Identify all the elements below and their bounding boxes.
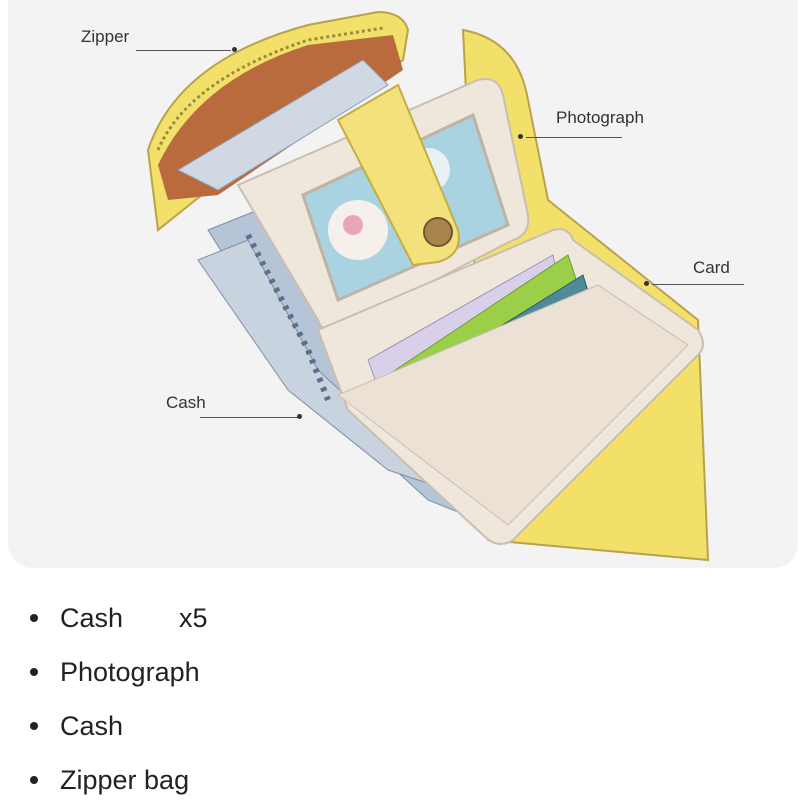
wallet-product-image xyxy=(146,10,710,562)
callout-zipper-leader xyxy=(136,50,231,51)
product-photo-panel: Zipper Photograph Card Cash xyxy=(8,0,798,568)
feature-item-photograph: Photograph xyxy=(30,652,200,692)
callout-photograph-dot xyxy=(518,134,523,139)
feature-quantity: x5 xyxy=(179,602,208,633)
callout-cash-label: Cash xyxy=(166,393,206,412)
callout-card-label: Card xyxy=(693,258,730,277)
callout-photograph-label: Photograph xyxy=(556,108,644,127)
bullet-icon xyxy=(30,614,38,622)
bullet-icon xyxy=(30,668,38,676)
feature-label: Photograph xyxy=(60,656,200,687)
feature-item-cash-2: Cash xyxy=(30,706,123,746)
bullet-icon xyxy=(30,776,38,784)
callout-photograph-leader xyxy=(526,137,622,138)
callout-zipper-dot xyxy=(232,47,237,52)
feature-label: Cash xyxy=(60,710,124,741)
callout-card-leader xyxy=(652,284,744,285)
callout-card-dot xyxy=(644,281,649,286)
bullet-icon xyxy=(30,722,38,730)
feature-label: Zipper bag xyxy=(60,764,190,795)
callout-zipper-label: Zipper xyxy=(81,27,130,46)
feature-item-cash: Cash x5 xyxy=(30,598,208,638)
callout-cash-leader xyxy=(200,417,298,418)
feature-label: Cash xyxy=(60,602,124,633)
feature-item-zipper-bag: Zipper bag xyxy=(30,760,189,800)
callout-cash-dot xyxy=(297,414,302,419)
